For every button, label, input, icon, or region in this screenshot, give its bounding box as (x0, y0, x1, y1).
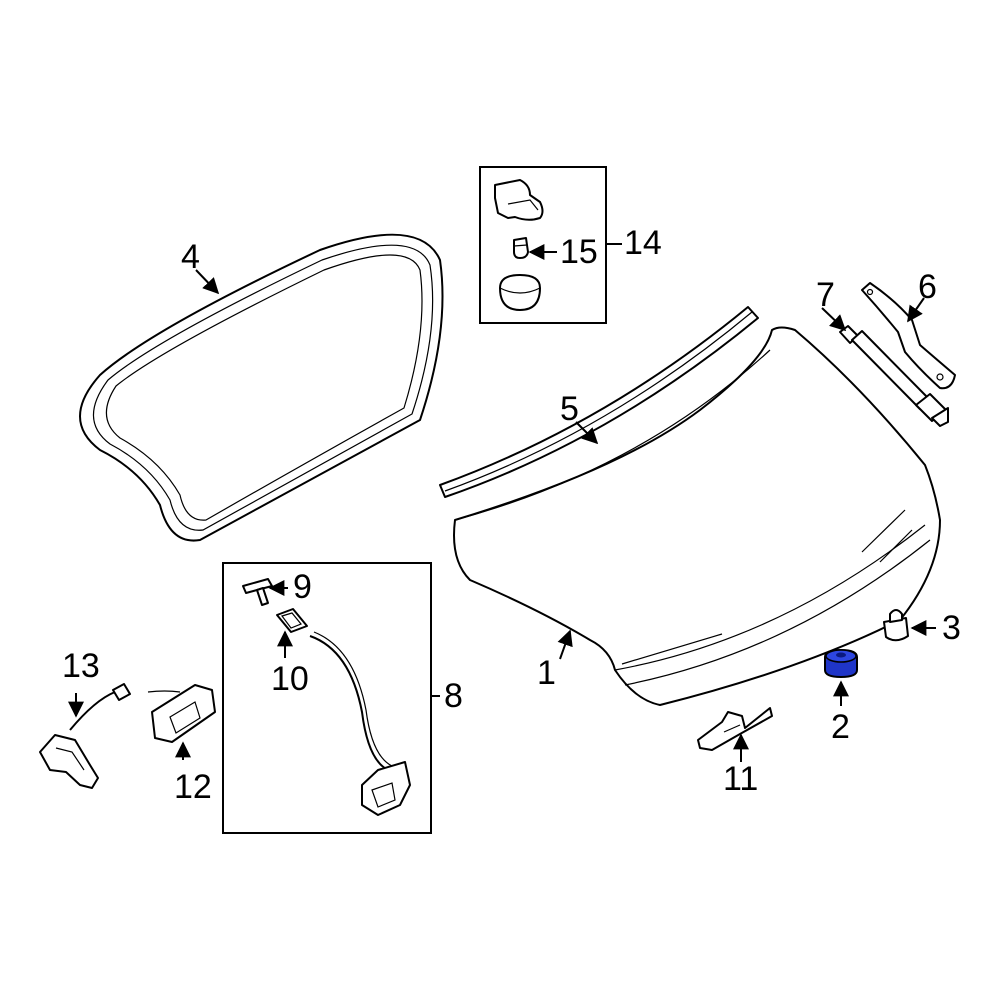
callout-9: 9 (293, 568, 312, 606)
callout-15: 15 (560, 233, 598, 271)
upper-seal-strip[interactable] (439, 306, 759, 498)
callout-2: 2 (831, 708, 850, 746)
callout-5: 5 (560, 390, 579, 428)
trunk-latch-actuator[interactable] (361, 761, 411, 816)
release-cable[interactable] (309, 631, 393, 771)
release-pin[interactable] (242, 578, 273, 606)
callout-14: 14 (624, 224, 662, 262)
callout-1: 1 (537, 654, 556, 692)
weatherstrip-seal[interactable] (79, 233, 444, 542)
latch-switch[interactable] (494, 179, 544, 221)
license-lamp[interactable] (147, 684, 216, 743)
callout-3: 3 (942, 609, 961, 647)
kit-box-8 (222, 562, 432, 834)
callout-13: 13 (62, 647, 100, 685)
callout-10: 10 (271, 660, 309, 698)
release-button[interactable] (276, 608, 308, 633)
leader-lines (68, 243, 936, 762)
callout-labels: 1 2 3 4 5 6 7 8 9 10 11 12 13 14 15 (62, 224, 961, 806)
latch-striker[interactable] (697, 707, 773, 751)
callout-7: 7 (816, 276, 835, 314)
rubber-bumper[interactable] (824, 648, 858, 679)
bulb[interactable] (513, 237, 529, 259)
wire-harness[interactable] (39, 683, 131, 789)
trunk-lid[interactable] (453, 326, 941, 706)
callout-6: 6 (918, 268, 937, 306)
gas-strut[interactable] (839, 325, 949, 427)
callout-8: 8 (444, 677, 463, 715)
callout-12: 12 (174, 768, 212, 806)
callout-11: 11 (723, 760, 758, 798)
hinge-bracket[interactable] (861, 282, 956, 390)
callout-4: 4 (181, 238, 200, 276)
adjuster-stop[interactable] (883, 609, 909, 642)
bumper-cap[interactable] (499, 274, 541, 311)
